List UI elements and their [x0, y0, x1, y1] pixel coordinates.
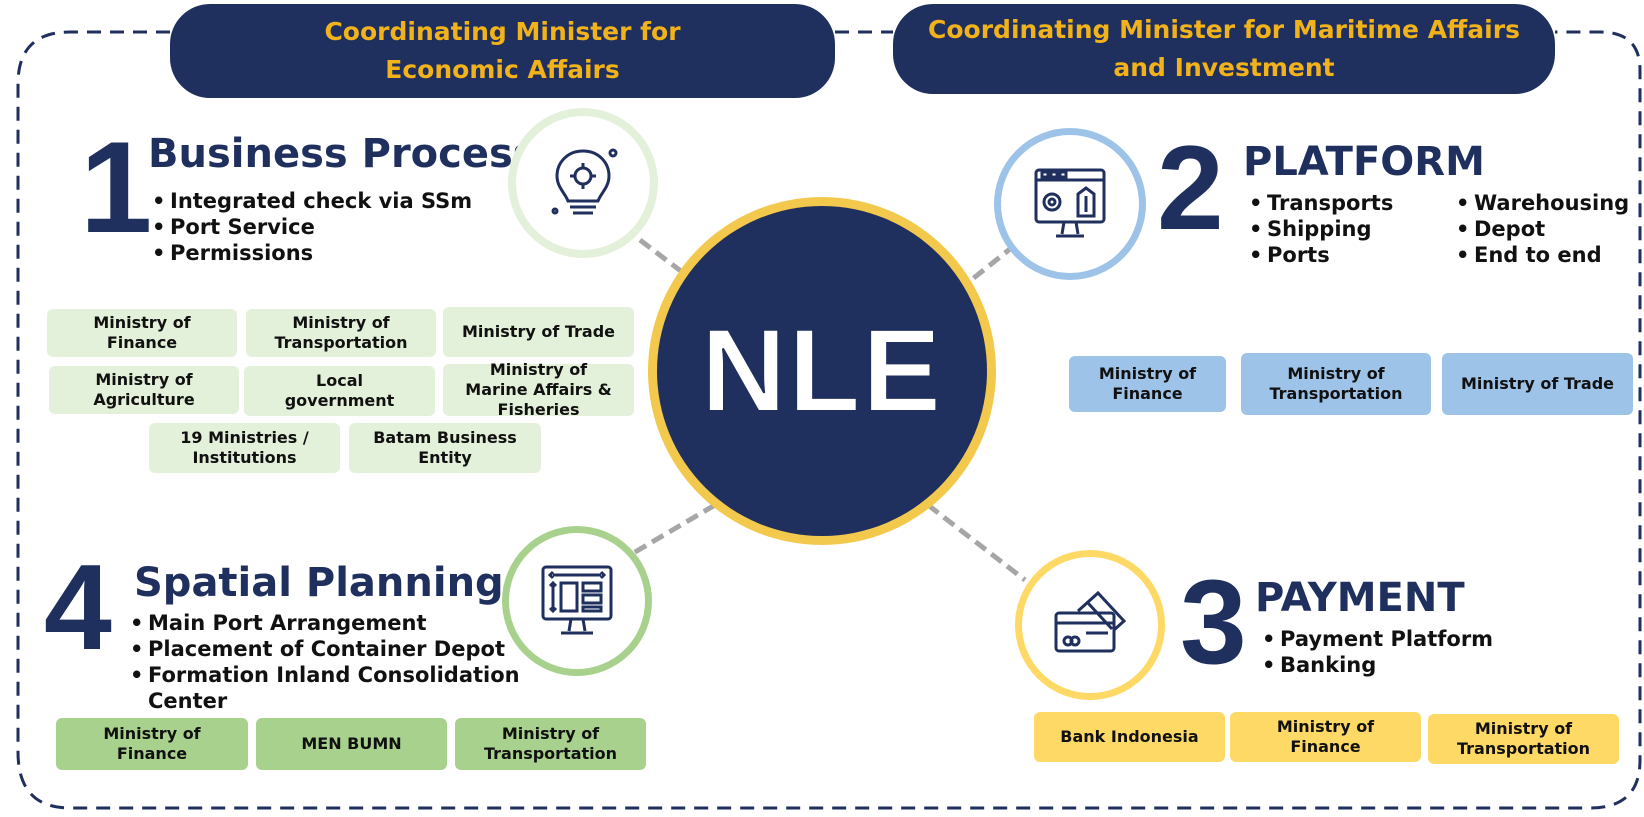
section-1-box-3: Ministry of Trade	[443, 307, 634, 357]
box-line: Finance	[1290, 737, 1361, 756]
box-line: Ministry of	[501, 724, 600, 743]
section-4-box-2: MEN BUMN	[256, 718, 447, 770]
box-line: Ministry of	[1474, 719, 1573, 738]
box-line: government	[284, 391, 395, 410]
box-line: Ministry of	[292, 313, 390, 332]
dashed-frame	[16, 30, 1642, 810]
section-3-box-1: Bank Indonesia	[1034, 712, 1225, 762]
bullet-item: Ports	[1249, 242, 1393, 268]
bullet-item: Shipping	[1249, 216, 1393, 242]
nle-label: NLE	[700, 304, 943, 438]
section-2-title: PLATFORM	[1243, 139, 1485, 185]
box-line: Batam Business	[373, 428, 517, 447]
connector-3	[926, 503, 1027, 582]
bullet-item: End to end	[1456, 242, 1629, 268]
box-line: Entity	[418, 448, 472, 467]
header-economic-affairs: Coordinating Minister for Economic Affai…	[170, 4, 835, 98]
bullet-item: Banking	[1262, 652, 1493, 678]
bullet-item: Permissions	[152, 240, 472, 266]
connector-4	[628, 502, 717, 558]
lightbulb-gear-icon	[551, 148, 618, 215]
header-right-line-1: Coordinating Minister for Maritime Affai…	[928, 15, 1520, 44]
section-3-icon-ring	[1015, 550, 1165, 700]
bullet-item: Placement of Container Depot	[130, 636, 520, 662]
box-line: Marine Affairs &	[465, 380, 612, 399]
section-2-icon-ring	[994, 128, 1146, 280]
section-3-number: 3	[1180, 555, 1247, 689]
bullet-item: Integrated check via SSm	[152, 188, 472, 214]
header-right-line-2: and Investment	[1113, 53, 1335, 82]
box-line: Fisheries	[497, 400, 580, 419]
bullet-item: Payment Platform	[1262, 626, 1493, 652]
box-line: Ministry of Trade	[1460, 374, 1614, 393]
bullet-item: Depot	[1456, 216, 1629, 242]
credit-card-icon	[1054, 590, 1127, 653]
section-1-number: 1	[80, 114, 152, 260]
box-line: Local	[316, 371, 363, 390]
section-1-title: Business Process	[148, 131, 537, 177]
box-line: 19 Ministries /	[180, 428, 309, 447]
box-line: Ministry of	[103, 724, 201, 743]
box-line: Ministry of	[1287, 364, 1385, 383]
box-line: Transportation	[1456, 739, 1591, 758]
box-line: Finance	[1112, 384, 1183, 403]
header-left-line-2: Economic Affairs	[385, 55, 620, 84]
box-line: Bank Indonesia	[1060, 727, 1199, 746]
section-3-bullets: Payment Platform Banking	[1262, 626, 1493, 678]
bullet-item-continuation: Center	[148, 689, 228, 713]
box-line: Ministry of	[95, 370, 193, 389]
section-1-box-7: 19 Ministries /Institutions	[149, 423, 340, 473]
box-line: MEN BUMN	[301, 734, 402, 753]
box-line: Agriculture	[93, 390, 195, 409]
section-2-bullets-col-2: Warehousing Depot End to end	[1456, 190, 1629, 268]
nle-hub-inner: NLE	[657, 206, 987, 536]
section-3-title: PAYMENT	[1255, 575, 1465, 621]
bullet-item: Transports	[1249, 190, 1393, 216]
header-left-line-1: Coordinating Minister for	[324, 17, 681, 46]
box-line: Ministry of	[1276, 717, 1375, 736]
bullet-item: Port Service	[152, 214, 472, 240]
layout-monitor-icon	[541, 565, 613, 635]
section-4-title: Spatial Planning	[134, 560, 504, 606]
section-4-bullets: Main Port Arrangement Placement of Conta…	[130, 610, 520, 714]
box-line: Finance	[116, 744, 188, 763]
box-line: Finance	[106, 333, 178, 352]
box-line: Ministry of Trade	[461, 322, 615, 341]
section-2-number: 2	[1157, 121, 1224, 255]
box-line: Ministry of	[1098, 364, 1197, 383]
section-2-bullets-col-1: Transports Shipping Ports	[1249, 190, 1393, 268]
section-1-icon-ring	[508, 108, 658, 258]
connector-2	[963, 243, 1017, 287]
section-1-bullets: Integrated check via SSm Port Service Pe…	[152, 188, 472, 266]
box-line: Transportation	[1269, 384, 1403, 403]
bullet-item: Formation Inland Consolidation	[130, 662, 520, 688]
header-maritime-investment: Coordinating Minister for Maritime Affai…	[893, 4, 1555, 94]
box-line: Institutions	[192, 448, 297, 467]
section-4-number: 4	[44, 539, 112, 675]
box-line: Transportation	[483, 744, 618, 763]
box-line: Transportation	[274, 333, 408, 352]
monitor-ship-icon	[1034, 168, 1106, 238]
box-line: Ministry of	[93, 313, 191, 332]
bullet-item: Warehousing	[1456, 190, 1629, 216]
section-2-box-3: Ministry of Trade	[1442, 353, 1633, 415]
box-line: Ministry of	[489, 360, 588, 379]
section-4-icon-ring	[502, 526, 652, 676]
bullet-item: Main Port Arrangement	[130, 610, 520, 636]
